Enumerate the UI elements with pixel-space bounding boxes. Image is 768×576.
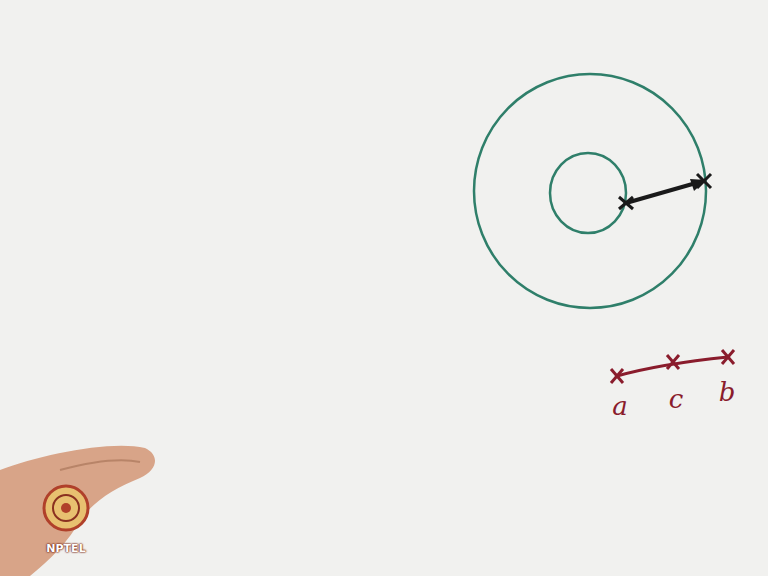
point-label: b	[719, 379, 736, 405]
inner-circle	[550, 153, 626, 233]
logo-text: NPTEL	[46, 543, 85, 554]
segment-line	[611, 350, 734, 383]
hand	[0, 446, 155, 576]
outer-circle	[474, 74, 706, 308]
point-label: a	[612, 393, 628, 419]
point-label: c	[669, 386, 684, 412]
radial-arrow	[619, 174, 711, 209]
nptel-logo	[44, 486, 88, 530]
